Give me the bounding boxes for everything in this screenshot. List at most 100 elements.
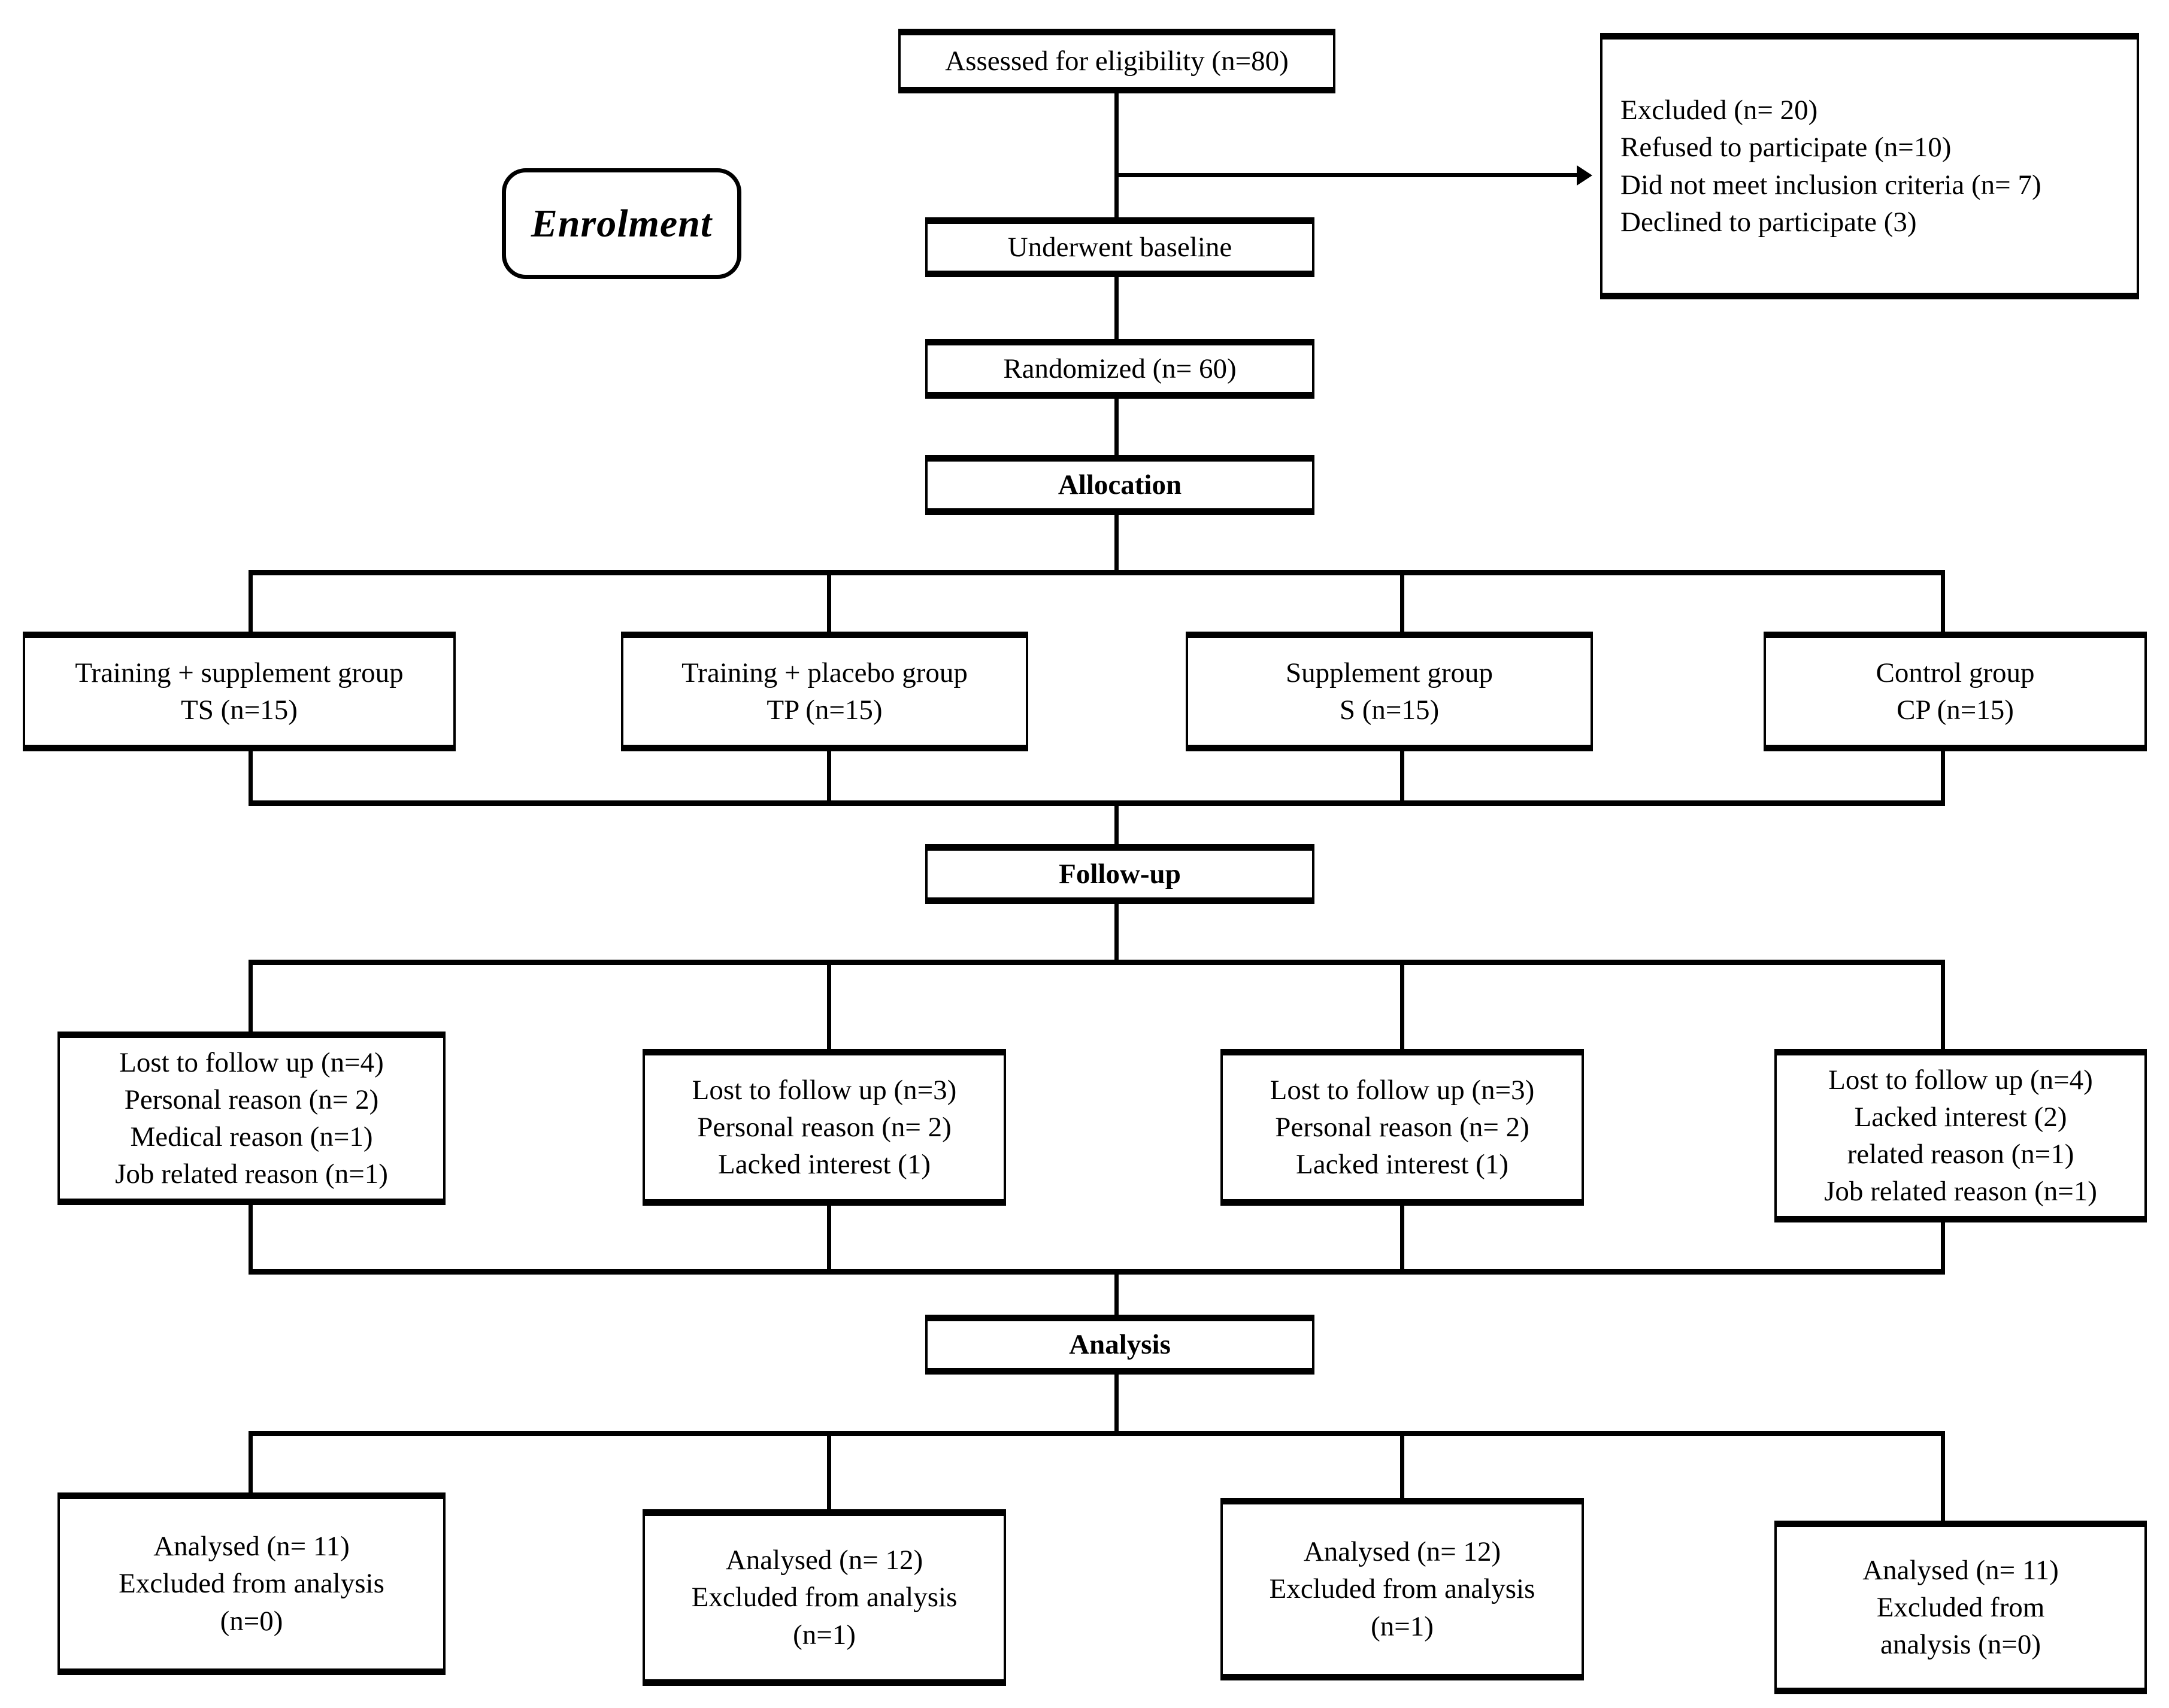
analysis-line: Excluded from analysis — [1269, 1573, 1535, 1605]
connector-fu-box-4-down — [1941, 1222, 1945, 1273]
connector-allocation-down — [1114, 515, 1119, 574]
group-code: CP (n=15) — [1897, 694, 2014, 726]
connector-merge-to-followup — [1114, 800, 1119, 848]
excluded-line: Excluded (n= 20) — [1620, 95, 1818, 126]
connector-alloc-col-4 — [1941, 570, 1945, 635]
allocation-group-box: Training + supplement group TS (n=15) — [23, 632, 456, 751]
analysis-line: (n=1) — [793, 1619, 856, 1651]
analysis-group-box: Analysed (n= 12) Excluded from analysis … — [1220, 1498, 1584, 1680]
analysis-line: Excluded from — [1876, 1591, 2045, 1623]
analysis-group-box: Analysed (n= 11) Excluded from analysis … — [57, 1492, 446, 1675]
underwent-baseline-box: Underwent baseline — [925, 217, 1314, 277]
enrolment-stage-badge: Enrolment — [502, 168, 741, 279]
followup-line: related reason (n=1) — [1847, 1139, 2074, 1170]
group-name: Training + placebo group — [681, 657, 968, 688]
group-name: Training + supplement group — [75, 657, 404, 688]
excluded-line: Did not meet inclusion criteria (n= 7) — [1620, 169, 2041, 201]
connector-an-col-4 — [1941, 1431, 1945, 1524]
followup-line: Lost to follow up (n=3) — [1270, 1074, 1535, 1106]
group-code: TS (n=15) — [181, 694, 298, 726]
connector-randomized-allocation — [1114, 399, 1119, 459]
analysis-line: Analysed (n= 11) — [153, 1531, 350, 1563]
connector-alloc-box-3-down — [1400, 751, 1404, 804]
analysis-line: Analysed (n= 12) — [1303, 1536, 1501, 1568]
analysis-distribution-bar — [249, 1431, 1945, 1436]
connector-alloc-col-3 — [1400, 570, 1404, 635]
followup-merge-bar — [249, 1269, 1945, 1275]
connector-merge-to-analysis — [1114, 1269, 1119, 1318]
arrow-to-excluded-icon — [1577, 165, 1592, 186]
analysis-line: Excluded from analysis — [119, 1568, 384, 1600]
connector-alloc-col-2 — [827, 570, 831, 635]
group-name: Control group — [1876, 657, 2035, 688]
group-code: TP (n=15) — [767, 694, 883, 726]
connector-alloc-col-1 — [249, 570, 253, 635]
connector-fu-col-3 — [1400, 960, 1404, 1052]
group-name: Supplement group — [1286, 657, 1493, 688]
connector-fu-col-2 — [827, 960, 831, 1052]
excluded-line: Declined to participate (3) — [1620, 206, 1917, 238]
connector-fu-col-1 — [249, 960, 253, 1034]
analysis-stage-box: Analysis — [925, 1315, 1314, 1375]
allocation-group-box: Control group CP (n=15) — [1764, 632, 2147, 751]
followup-line: Lacked interest (1) — [1296, 1149, 1508, 1181]
followup-line: Lost to follow up (n=3) — [692, 1074, 957, 1106]
connector-an-col-3 — [1400, 1431, 1404, 1501]
allocation-merge-bar — [249, 800, 1945, 806]
followup-group-box: Lost to follow up (n=4) Personal reason … — [57, 1032, 446, 1205]
connector-fu-box-2-down — [827, 1206, 831, 1273]
connector-an-col-1 — [249, 1431, 253, 1497]
connector-alloc-box-2-down — [827, 751, 831, 804]
analysis-line: Excluded from analysis — [691, 1582, 958, 1613]
followup-line: Personal reason (n= 2) — [124, 1084, 379, 1115]
connector-assessed-down — [1114, 93, 1119, 229]
connector-alloc-box-1-down — [249, 751, 253, 804]
followup-line: Personal reason (n= 2) — [1275, 1111, 1529, 1143]
connector-alloc-box-4-down — [1941, 751, 1945, 804]
followup-distribution-bar — [249, 960, 1945, 965]
followup-line: Lost to follow up (n=4) — [119, 1046, 384, 1078]
followup-line: Personal reason (n= 2) — [697, 1111, 952, 1143]
excluded-box: Excluded (n= 20) Refused to participate … — [1600, 33, 2139, 299]
allocation-label: Allocation — [1058, 469, 1182, 500]
analysis-line: (n=0) — [220, 1605, 283, 1637]
analysis-line: (n=1) — [1371, 1610, 1434, 1642]
analysis-group-box: Analysed (n= 11) Excluded from analysis … — [1774, 1521, 2147, 1694]
connector-analysis-down — [1114, 1375, 1119, 1434]
followup-label: Follow-up — [1059, 858, 1181, 890]
connector-fu-col-4 — [1941, 960, 1945, 1052]
randomized-box: Randomized (n= 60) — [925, 339, 1314, 399]
allocation-group-box: Supplement group S (n=15) — [1186, 632, 1593, 751]
allocation-group-box: Training + placebo group TP (n=15) — [621, 632, 1028, 751]
excluded-line: Refused to participate (n=10) — [1620, 132, 1952, 163]
baseline-text: Underwent baseline — [1007, 231, 1232, 263]
assessed-for-eligibility-box: Assessed for eligibility (n=80) — [898, 29, 1335, 93]
followup-line: Lost to follow up (n=4) — [1828, 1064, 2093, 1096]
analysis-group-box: Analysed (n= 12) Excluded from analysis … — [643, 1509, 1006, 1686]
followup-line: Job related reason (n=1) — [1824, 1176, 2097, 1208]
connector-to-excluded — [1114, 173, 1578, 177]
followup-line: Lacked interest (2) — [1854, 1101, 2067, 1133]
analysis-line: Analysed (n= 11) — [1862, 1554, 2059, 1586]
followup-line: Job related reason (n=1) — [115, 1158, 388, 1190]
followup-group-box: Lost to follow up (n=3) Personal reason … — [643, 1049, 1006, 1206]
followup-line: Lacked interest (1) — [718, 1149, 931, 1181]
enrolment-label: Enrolment — [531, 201, 713, 245]
allocation-distribution-bar — [249, 570, 1945, 575]
connector-fu-box-3-down — [1400, 1206, 1404, 1273]
allocation-stage-box: Allocation — [925, 455, 1314, 515]
connector-fu-box-1-down — [249, 1205, 253, 1273]
randomized-text: Randomized (n= 60) — [1003, 353, 1237, 384]
followup-line: Medical reason (n=1) — [130, 1121, 373, 1152]
connector-followup-down — [1114, 904, 1119, 964]
analysis-line: Analysed (n= 12) — [725, 1545, 923, 1576]
connector-baseline-randomized — [1114, 277, 1119, 343]
connector-an-col-2 — [827, 1431, 831, 1513]
assessed-text: Assessed for eligibility (n=80) — [945, 45, 1289, 77]
followup-group-box: Lost to follow up (n=3) Personal reason … — [1220, 1049, 1584, 1206]
group-code: S (n=15) — [1339, 694, 1440, 726]
analysis-line: analysis (n=0) — [1880, 1629, 2041, 1661]
followup-stage-box: Follow-up — [925, 844, 1314, 904]
analysis-label: Analysis — [1069, 1328, 1171, 1360]
